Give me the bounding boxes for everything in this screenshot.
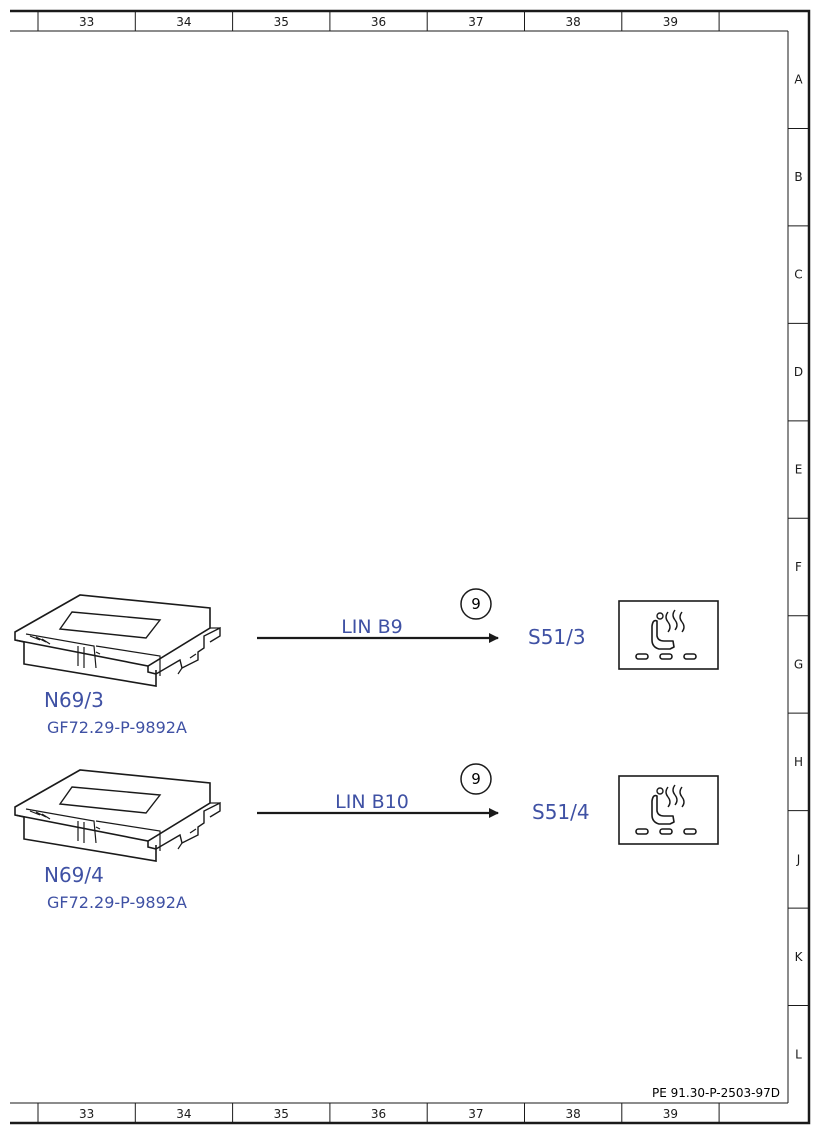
seat-heater-switch-icon: [618, 775, 719, 845]
document-reference: PE 91.30-P-2503-97D: [652, 1086, 780, 1100]
switch-code: S51/4: [532, 800, 590, 824]
column-number-bottom: 36: [371, 1107, 386, 1121]
column-number-top: 38: [566, 15, 581, 29]
column-number-top: 35: [274, 15, 289, 29]
row-letter: E: [795, 463, 803, 477]
row-letter: K: [795, 950, 804, 964]
bus-label: LIN B10: [335, 791, 409, 813]
row-letter: C: [794, 268, 802, 282]
row-letter: D: [794, 365, 803, 379]
seat-heater-switch-icon: [618, 600, 719, 670]
switch-code: S51/3: [528, 625, 586, 649]
reference-circle: [460, 763, 492, 795]
row-letter: J: [796, 852, 801, 866]
module-code: N69/4: [44, 863, 104, 887]
row-letter: F: [795, 560, 802, 574]
column-number-top: 36: [371, 15, 386, 29]
reference-circle: [460, 588, 492, 620]
column-number-top: 39: [663, 15, 678, 29]
column-number-bottom: 33: [79, 1107, 94, 1121]
module-reference: GF72.29-P-9892A: [47, 893, 187, 912]
column-number-top: 37: [468, 15, 483, 29]
control-module-icon: [14, 594, 221, 687]
module-reference: GF72.29-P-9892A: [47, 718, 187, 737]
row-letter: A: [794, 73, 803, 87]
module-code: N69/3: [44, 688, 104, 712]
connection-lin-b10: N69/4 GF72.29-P-9892A LIN B10 9 S51/4: [14, 763, 719, 912]
column-number-top: 33: [79, 15, 94, 29]
row-letter: G: [794, 657, 803, 671]
column-number-bottom: 38: [566, 1107, 581, 1121]
row-letter: H: [794, 755, 803, 769]
reference-marker: 9: [471, 770, 481, 788]
bus-label: LIN B9: [341, 616, 403, 638]
connection-lin-b9: N69/3 GF72.29-P-9892A LIN B9 9 S51/3: [14, 588, 719, 737]
row-letter: L: [795, 1047, 802, 1061]
column-number-top: 34: [176, 15, 191, 29]
frame-border: [10, 9, 811, 1125]
row-letter: B: [794, 170, 802, 184]
control-module-icon: [14, 769, 221, 862]
column-number-bottom: 37: [468, 1107, 483, 1121]
reference-marker: 9: [471, 595, 481, 613]
column-number-bottom: 35: [274, 1107, 289, 1121]
column-number-bottom: 39: [663, 1107, 678, 1121]
column-number-bottom: 34: [176, 1107, 191, 1121]
